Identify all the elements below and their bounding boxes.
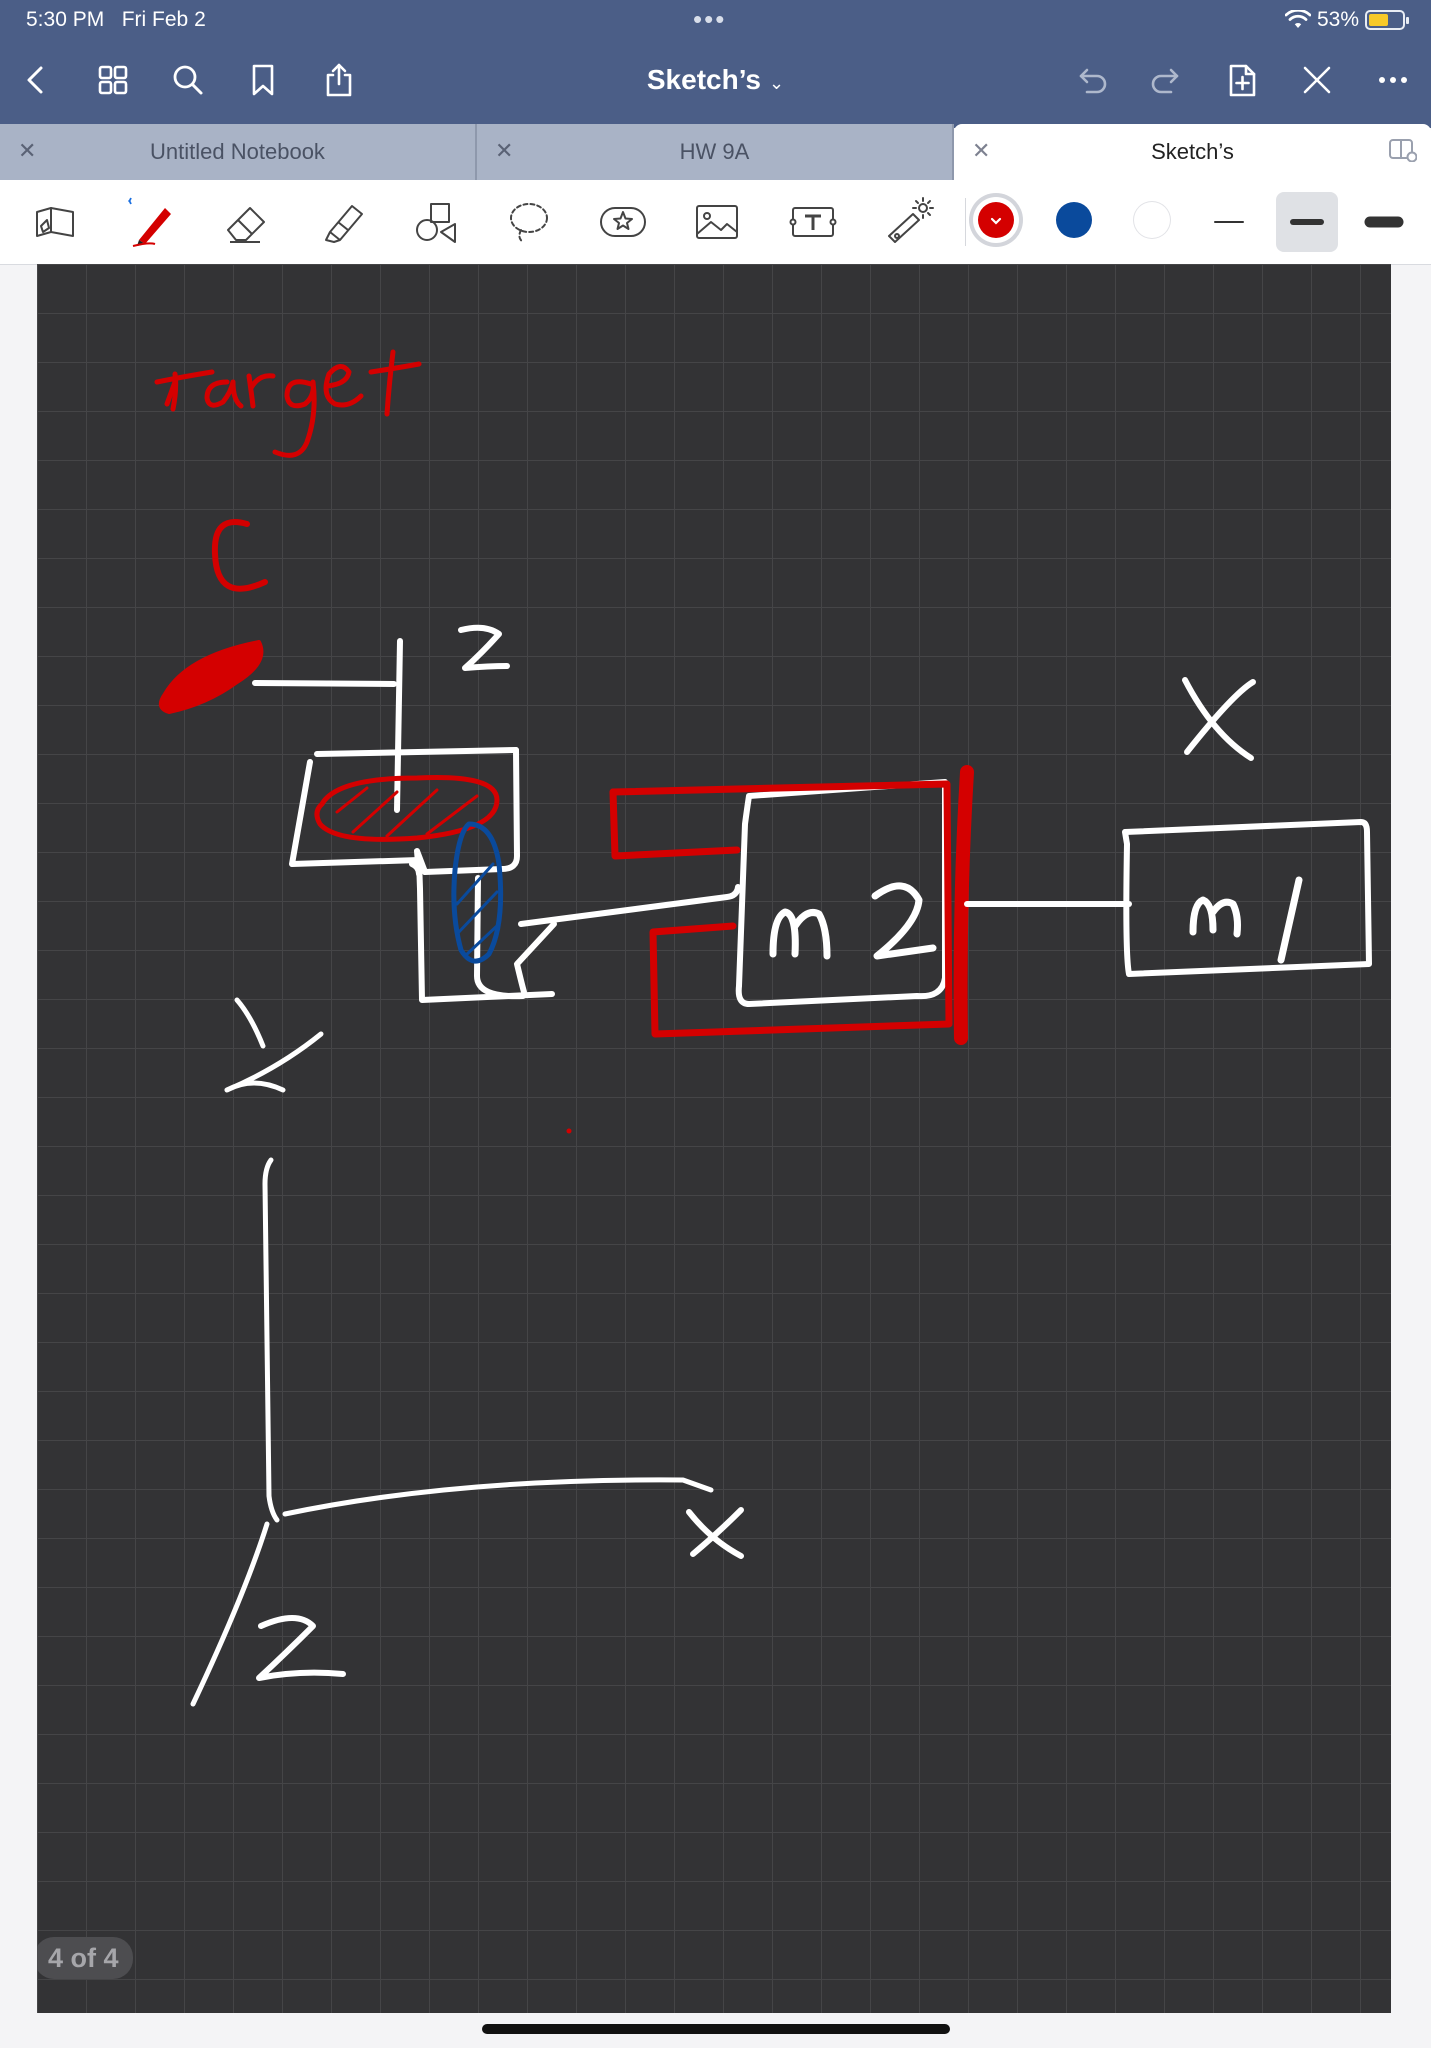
battery-icon — [1365, 10, 1409, 30]
status-time: 5:30 PM — [26, 8, 105, 31]
red-target-blob — [158, 640, 264, 714]
tab-hw-9a[interactable]: ✕ HW 9A — [477, 124, 954, 180]
box-m1 — [1122, 819, 1372, 977]
handwritten-x-top — [1182, 677, 1256, 761]
color-swatch-red[interactable] — [978, 202, 1014, 238]
chevron-down-icon — [990, 217, 1002, 225]
lasso-icon[interactable] — [498, 192, 560, 252]
add-page-icon[interactable] — [1220, 58, 1264, 102]
handwritten-x-axis-label — [686, 1507, 744, 1559]
eraser-icon[interactable] — [215, 192, 277, 252]
text-icon[interactable] — [782, 192, 844, 252]
tab-label: HW 9A — [679, 139, 750, 164]
laser-icon[interactable] — [878, 192, 940, 252]
read-only-icon[interactable] — [24, 192, 86, 252]
red-m2-outline — [609, 765, 974, 1045]
search-icon[interactable] — [166, 58, 210, 102]
home-indicator[interactable] — [482, 2024, 950, 2034]
tab-untitled-notebook[interactable]: ✕ Untitled Notebook — [0, 124, 477, 180]
pen-icon[interactable] — [120, 192, 182, 252]
more-icon[interactable] — [1371, 58, 1415, 102]
document-title: Sketch’s ⌄ — [0, 64, 1431, 96]
handwritten-z-axis-label — [256, 1615, 346, 1681]
stroke-medium-button[interactable] — [1276, 192, 1338, 252]
page-indicator: 4 of 4 — [37, 1937, 133, 1979]
multitasking-dots[interactable]: ••• — [693, 4, 727, 34]
share-icon[interactable] — [317, 58, 361, 102]
undo-icon[interactable] — [1069, 58, 1113, 102]
grid-icon[interactable] — [91, 58, 135, 102]
bookmark-icon[interactable] — [241, 58, 285, 102]
image-icon[interactable] — [686, 192, 748, 252]
status-time-date: 5:30 PM Fri Feb 2 — [26, 8, 206, 32]
handwritten-letter-c — [211, 519, 268, 592]
stroke-thick-button[interactable] — [1353, 192, 1415, 252]
status-date: Fri Feb 2 — [121, 8, 206, 31]
handwriting-layer — [154, 349, 1372, 1707]
sticker-icon[interactable] — [592, 192, 654, 252]
close-icon[interactable]: ✕ — [495, 138, 514, 163]
tab-label: Sketch’s — [1151, 139, 1234, 164]
document-title-text: Sketch’s — [646, 64, 762, 95]
handwritten-m2-label — [769, 882, 937, 960]
top-bar: 5:30 PM Fri Feb 2 ••• 53% Sketch’s ⌄ — [0, 0, 1431, 128]
color-swatch-blue[interactable] — [1056, 202, 1092, 238]
redo-icon[interactable] — [1145, 58, 1189, 102]
white-joint-sketch — [252, 638, 741, 1003]
wifi-icon — [1284, 10, 1311, 28]
close-icon[interactable]: ✕ — [18, 138, 37, 163]
status-right: 53% — [1284, 8, 1409, 32]
handwritten-z-top — [458, 624, 510, 671]
pen-off-icon[interactable] — [1295, 58, 1339, 102]
red-hatched-oval — [314, 775, 500, 842]
battery-percent: 53% — [1316, 8, 1359, 31]
handwritten-m1-label — [1189, 876, 1303, 964]
document-title-button[interactable]: Sketch’s ⌄ — [647, 64, 784, 95]
notebook-page[interactable]: 4 of 4 — [37, 264, 1391, 2013]
box-m2 — [735, 779, 948, 1007]
color-swatch-white[interactable] — [1134, 202, 1170, 238]
drawing-toolbar — [0, 180, 1431, 265]
red-dot — [566, 1128, 572, 1134]
tab-sketches[interactable]: ✕ Sketch’s — [954, 124, 1431, 180]
back-icon[interactable] — [14, 58, 58, 102]
stroke-thin-button[interactable] — [1198, 192, 1260, 252]
handwritten-word-target — [154, 349, 422, 458]
close-icon[interactable]: ✕ — [972, 138, 991, 163]
blue-hatched-oval — [451, 821, 504, 964]
coordinate-axes — [190, 1157, 714, 1707]
highlighter-icon[interactable] — [311, 192, 373, 252]
split-view-icon[interactable] — [1389, 138, 1417, 162]
toolbar-divider — [965, 198, 966, 246]
tab-label: Untitled Notebook — [150, 139, 325, 164]
chevron-down-icon: ⌄ — [769, 73, 785, 93]
shapes-icon[interactable] — [406, 192, 468, 252]
handwritten-y — [224, 997, 324, 1093]
tab-bar: ✕ Untitled Notebook ✕ HW 9A ✕ Sketch’s — [0, 124, 1431, 180]
